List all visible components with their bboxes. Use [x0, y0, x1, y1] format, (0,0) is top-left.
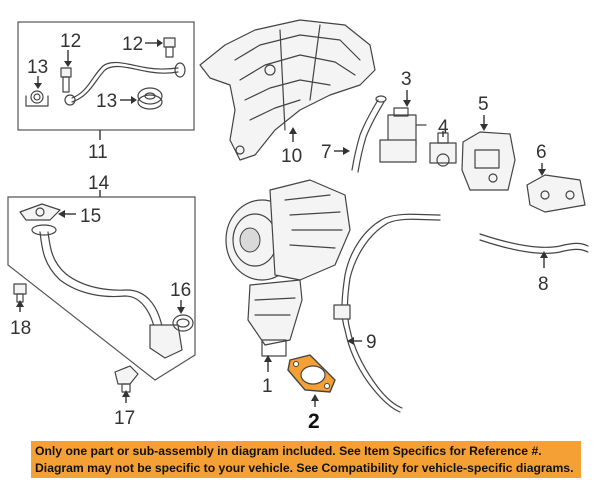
- bolt-18: [13, 283, 27, 303]
- vacuum-line: [333, 213, 441, 413]
- oil-return-pipe: [31, 224, 183, 359]
- o-ring-16: [172, 314, 194, 332]
- mounting-bracket: [526, 174, 586, 213]
- callout-17: 17: [114, 408, 135, 429]
- callout-7: 7: [321, 142, 332, 163]
- callout-5: 5: [478, 94, 489, 115]
- turbo-gasket-highlighted: [287, 354, 336, 393]
- bolt-12-left: [60, 67, 72, 93]
- heat-shield: [199, 19, 376, 161]
- washers-13-right: [137, 87, 163, 110]
- vacuum-hose: [351, 95, 387, 173]
- callout-3: 3: [401, 69, 412, 90]
- callout-8: 8: [538, 274, 549, 295]
- callout-4: 4: [438, 117, 449, 138]
- callout-13-left: 13: [27, 57, 48, 78]
- turbocharger: [225, 179, 351, 357]
- notice-line-1: Only one part or sub-assembly in diagram…: [35, 444, 542, 458]
- banjo-washer-left: [25, 90, 49, 107]
- notice-line-2: Diagram may not be specific to your vehi…: [35, 461, 574, 475]
- callout-1: 1: [262, 376, 273, 397]
- callout-2: 2: [308, 410, 320, 433]
- callout-11: 11: [88, 142, 108, 163]
- notice-banner: Only one part or sub-assembly in diagram…: [31, 441, 581, 478]
- callout-9: 9: [366, 332, 377, 353]
- callout-13-right: 13: [96, 91, 117, 112]
- bolt-17: [114, 365, 139, 393]
- pressure-sensor: [429, 132, 457, 167]
- callout-10: 10: [281, 146, 302, 167]
- bolt-12-right: [163, 37, 176, 58]
- group-11-box: [17, 21, 195, 131]
- o-ring-16-inner: [176, 318, 190, 328]
- oil-feed-pipe: [64, 61, 186, 106]
- control-module: [461, 131, 516, 191]
- callout-14: 14: [88, 173, 110, 194]
- callout-6: 6: [536, 142, 547, 163]
- gasket-15: [19, 203, 61, 221]
- callout-16: 16: [170, 280, 191, 301]
- callout-18: 18: [10, 318, 31, 339]
- solenoid-valve: [379, 107, 427, 163]
- callout-15: 15: [80, 206, 101, 227]
- group-14-box: [7, 196, 196, 381]
- vacuum-pipe: [479, 233, 589, 254]
- callout-12-left: 12: [60, 31, 81, 52]
- parts-diagram: 11 12 12 13 13: [7, 19, 589, 433]
- callout-12-right: 12: [122, 34, 143, 55]
